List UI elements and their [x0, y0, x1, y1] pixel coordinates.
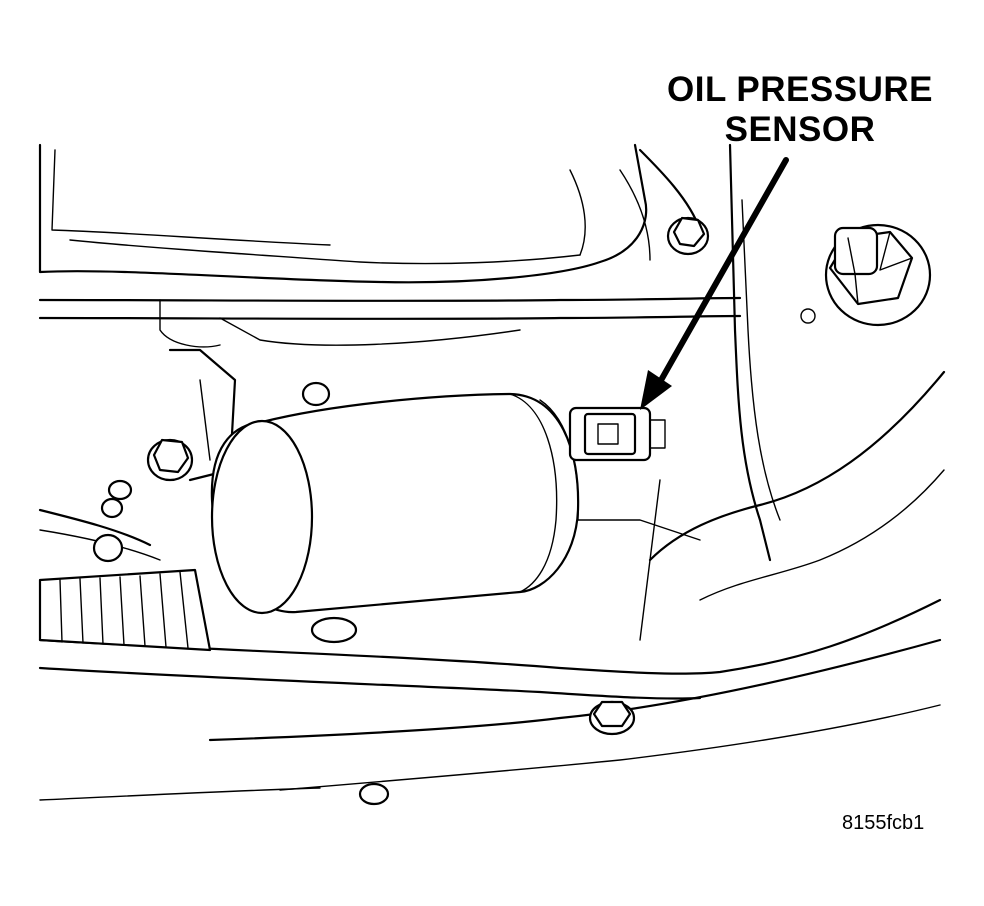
upper-bolt	[666, 216, 710, 256]
lower-frame	[559, 370, 946, 641]
callout-line-2: SENSOR	[724, 110, 876, 149]
figure-id: 8155fcb1	[842, 812, 925, 834]
lower-bolts	[310, 616, 636, 806]
left-bracket	[38, 348, 237, 561]
crossmember-rails	[38, 296, 942, 801]
sensor-connector	[568, 406, 666, 462]
callout-arrow	[640, 157, 789, 410]
left-bolts	[92, 381, 331, 563]
oil-pan-outline	[38, 143, 648, 284]
callout-line-1: OIL PRESSURE	[667, 70, 933, 109]
large-hex-bolt	[824, 223, 932, 327]
oil-pressure-sensor-label: OIL PRESSURE SENSOR	[640, 70, 960, 150]
cv-boot	[38, 568, 212, 652]
oil-filter	[210, 392, 580, 615]
